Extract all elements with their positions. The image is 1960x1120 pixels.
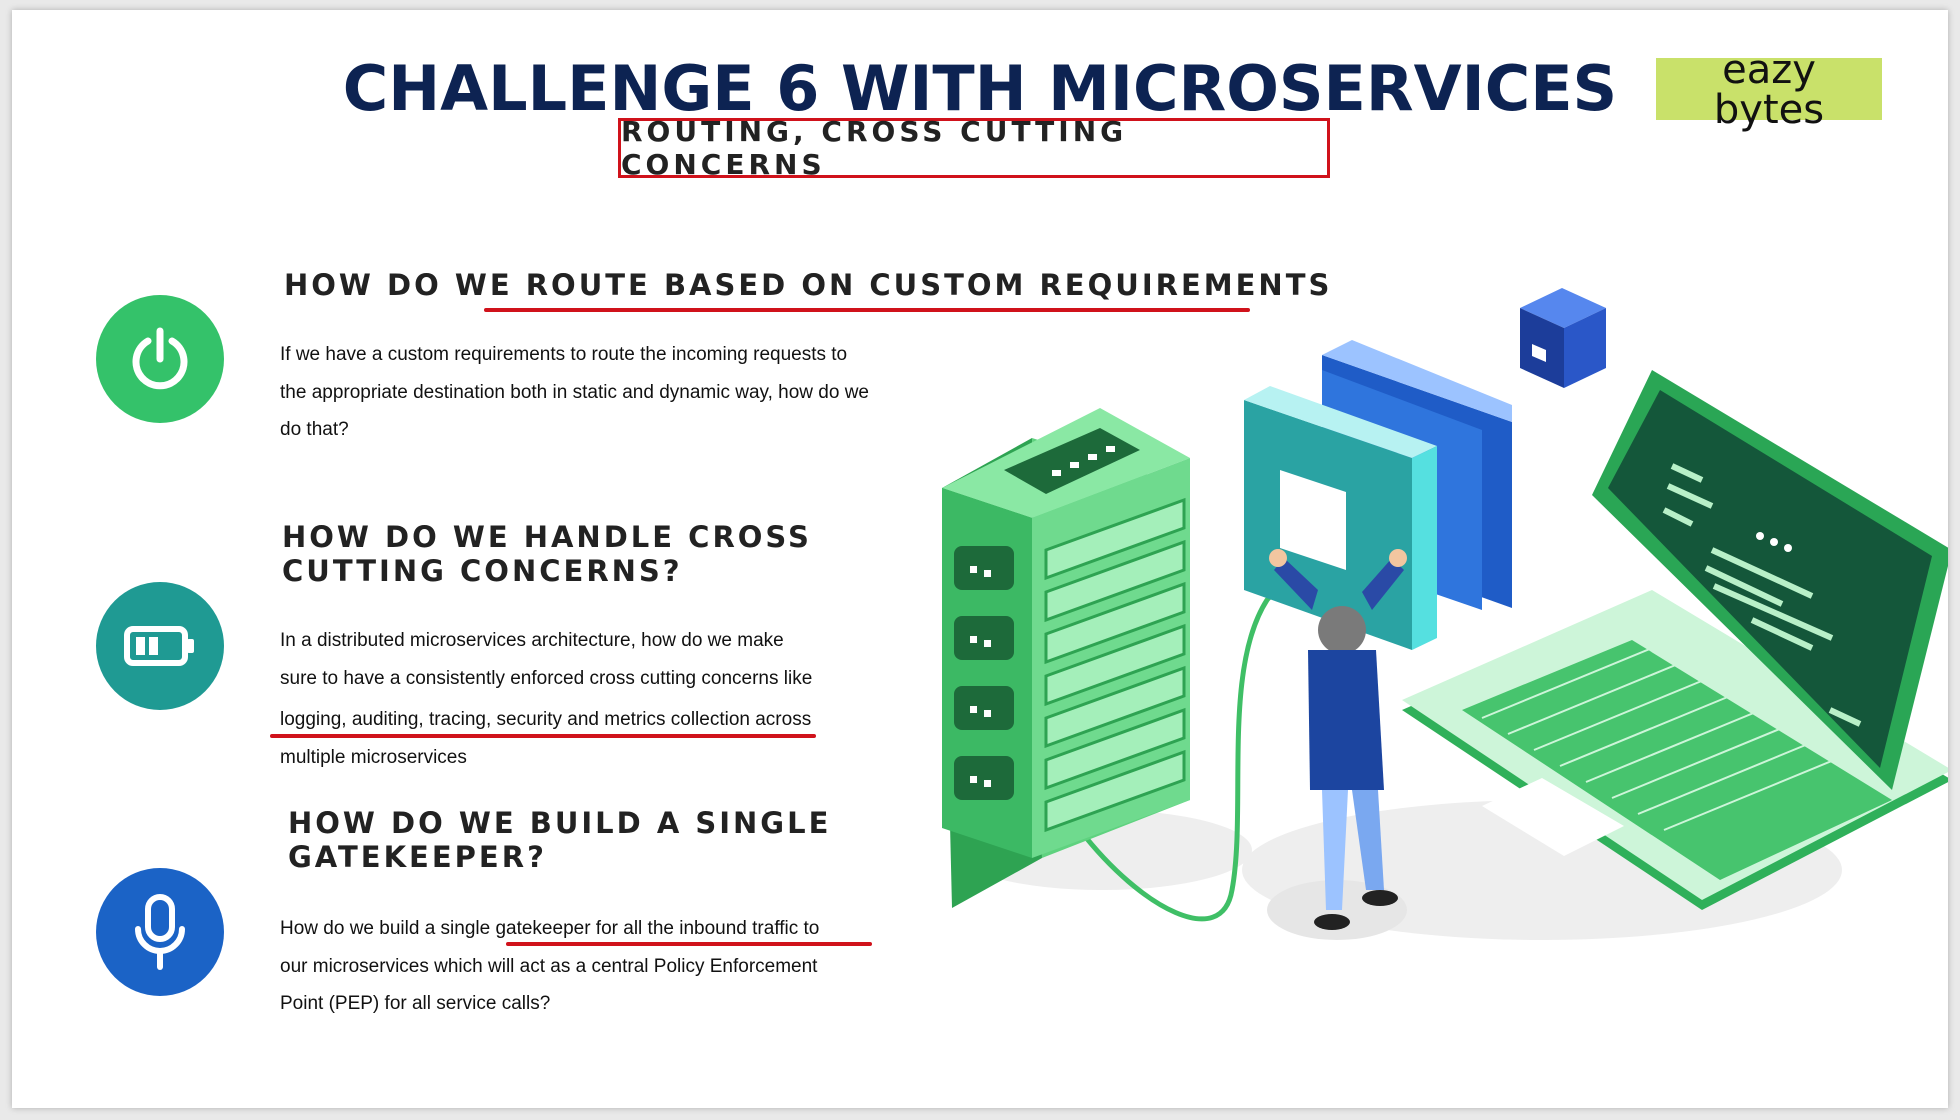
section-3-line-2: our microservices which will act as a ce… xyxy=(280,955,818,977)
section-2-heading: HOW DO WE HANDLE CROSS CUTTING CONCERNS? xyxy=(282,520,812,588)
section-2-body-underline xyxy=(270,734,816,738)
section-3-heading-line-1: HOW DO WE BUILD A SINGLE xyxy=(288,806,832,840)
section-1-line-1: If we have a custom requirements to rout… xyxy=(280,344,848,365)
laptop-illustration xyxy=(1402,370,1948,910)
section-2-line-3: logging, auditing, tracing, security and… xyxy=(280,709,812,730)
section-2-line-4: multiple microservices xyxy=(280,746,467,768)
section-3-body-underline xyxy=(506,942,872,946)
section-1-body: If we have a custom requirements to rout… xyxy=(280,336,869,449)
section-1-line-2: the appropriate destination both in stat… xyxy=(280,381,869,403)
section-2-heading-line-2: CUTTING CONCERNS? xyxy=(282,554,683,588)
slide-subtitle: ROUTING, CROSS CUTTING CONCERNS xyxy=(618,115,1330,181)
logo-line-1: eazy xyxy=(1722,47,1816,93)
microphone-icon xyxy=(96,868,224,996)
section-2-heading-line-1: HOW DO WE HANDLE CROSS xyxy=(282,520,812,554)
books-illustration xyxy=(1244,340,1512,650)
eazybytes-logo: eazy bytes xyxy=(1656,50,1882,130)
section-3-line-1: How do we build a single gatekeeper for … xyxy=(280,918,820,939)
logo-line-2: bytes xyxy=(1713,87,1825,133)
slide-title: CHALLENGE 6 WITH MICROSERVICES xyxy=(342,52,1618,125)
section-3-line-3: Point (PEP) for all service calls? xyxy=(280,993,551,1014)
section-3-heading-line-2: GATEKEEPER? xyxy=(288,840,547,874)
logo-background xyxy=(1656,58,1882,120)
server-rack xyxy=(942,408,1190,908)
section-3-heading: HOW DO WE BUILD A SINGLE GATEKEEPER? xyxy=(288,806,831,874)
person-illustration xyxy=(1269,549,1407,930)
battery-icon xyxy=(96,582,224,710)
section-1-heading-underline xyxy=(484,308,1250,312)
section-1-heading: HOW DO WE ROUTE BASED ON CUSTOM REQUIREM… xyxy=(284,268,1333,302)
section-2-line-1: In a distributed microservices architect… xyxy=(280,630,784,651)
section-2-line-2: sure to have a consistently enforced cro… xyxy=(280,667,813,689)
section-1-line-3: do that? xyxy=(280,419,349,440)
server-laptop-illustration xyxy=(942,288,1948,940)
section-2-body: In a distributed microservices architect… xyxy=(280,622,812,776)
cube-illustration xyxy=(1520,288,1606,388)
power-icon xyxy=(96,295,224,423)
section-3-body: How do we build a single gatekeeper for … xyxy=(280,910,819,1023)
slide: CHALLENGE 6 WITH MICROSERVICES ROUTING, … xyxy=(12,10,1948,1108)
